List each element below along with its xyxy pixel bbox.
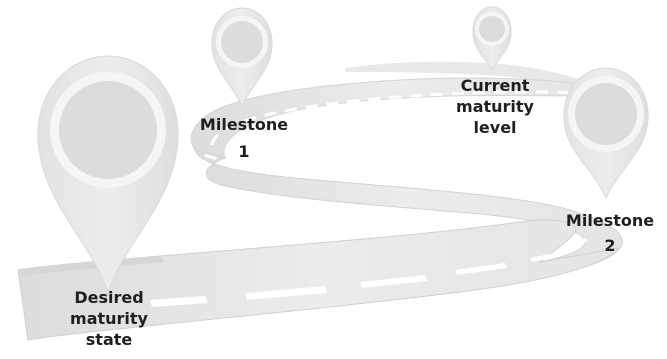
location-pin-icon [473, 7, 511, 70]
current-maturity-label-line-1: Current [440, 75, 550, 96]
pin-milestone-1-core [221, 21, 263, 63]
desired-maturity-label-line-3: state [54, 329, 164, 350]
current-maturity-label-line-3: level [440, 117, 550, 138]
current-maturity-label-line-2: maturity [440, 96, 550, 117]
milestone-1-label-line-2: 1 [186, 141, 302, 162]
milestone-2-label-line-1: Milestone [554, 210, 666, 231]
milestone-1-label: Milestone 1 [186, 114, 302, 162]
desired-maturity-label-line-2: maturity [54, 308, 164, 329]
milestone-1-label-line-1: Milestone [186, 114, 302, 135]
location-pin-icon [564, 68, 648, 198]
location-pin-icon [212, 8, 272, 106]
current-maturity-label: Current maturity level [440, 75, 550, 138]
pin-current-core [479, 16, 505, 42]
pin-desired-core [59, 81, 157, 179]
desired-maturity-label: Desired maturity state [54, 287, 164, 350]
pin-milestone-2-core [575, 83, 637, 145]
milestone-2-label-line-2: 2 [554, 235, 666, 256]
milestone-2-label: Milestone 2 [554, 210, 666, 256]
desired-maturity-label-line-1: Desired [54, 287, 164, 308]
